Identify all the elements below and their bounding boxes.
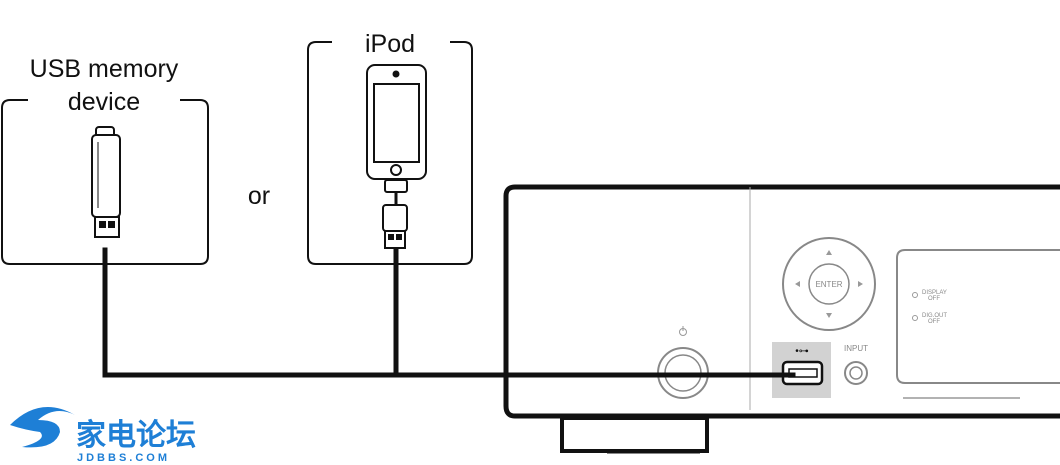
swirl-logo-icon xyxy=(10,407,75,448)
power-button[interactable] xyxy=(657,326,709,399)
dig-out-off-indicator: DIG.OUT OFF xyxy=(912,313,947,325)
svg-text:OFF: OFF xyxy=(928,296,940,302)
watermark-title: 家电论坛 xyxy=(76,418,196,453)
display-off-indicator: DISPLAY OFF xyxy=(912,290,947,302)
jdbbs-watermark-logo: 家电论坛 JDBBS.COM xyxy=(10,407,196,464)
arrow-right-icon[interactable] xyxy=(858,281,863,287)
ipod-cable-icon xyxy=(382,179,408,249)
enter-button[interactable]: ENTER xyxy=(815,280,842,289)
ipod-icon xyxy=(366,64,427,180)
arrow-left-icon[interactable] xyxy=(795,281,800,287)
usb-port[interactable]: •⊶ xyxy=(772,342,831,398)
ipod-callout: iPod xyxy=(307,30,473,265)
amplifier-unit xyxy=(503,184,1060,454)
display-panel: DISPLAY OFF DIG.OUT OFF xyxy=(896,249,1060,399)
connection-cables xyxy=(102,247,796,378)
navigation-pad[interactable]: ENTER xyxy=(782,237,876,331)
input-jack[interactable]: INPUT xyxy=(844,344,868,385)
usb-device-callout: USB memory device xyxy=(1,55,209,265)
svg-text:OFF: OFF xyxy=(928,319,940,325)
usb-symbol-icon: •⊶ xyxy=(795,346,809,357)
arrow-up-icon[interactable] xyxy=(826,250,832,255)
input-label: INPUT xyxy=(844,344,868,353)
or-label: or xyxy=(248,182,270,210)
usb-device-label-line1: USB memory xyxy=(30,55,179,83)
watermark-domain: JDBBS.COM xyxy=(77,452,170,464)
usb-stick-icon xyxy=(91,126,121,238)
svg-text:DISPLAY: DISPLAY xyxy=(922,290,947,296)
ipod-label: iPod xyxy=(365,30,415,58)
power-icon xyxy=(679,326,687,336)
arrow-down-icon[interactable] xyxy=(826,313,832,318)
usb-device-label-line2: device xyxy=(68,88,140,116)
svg-text:DIG.OUT: DIG.OUT xyxy=(922,313,947,319)
